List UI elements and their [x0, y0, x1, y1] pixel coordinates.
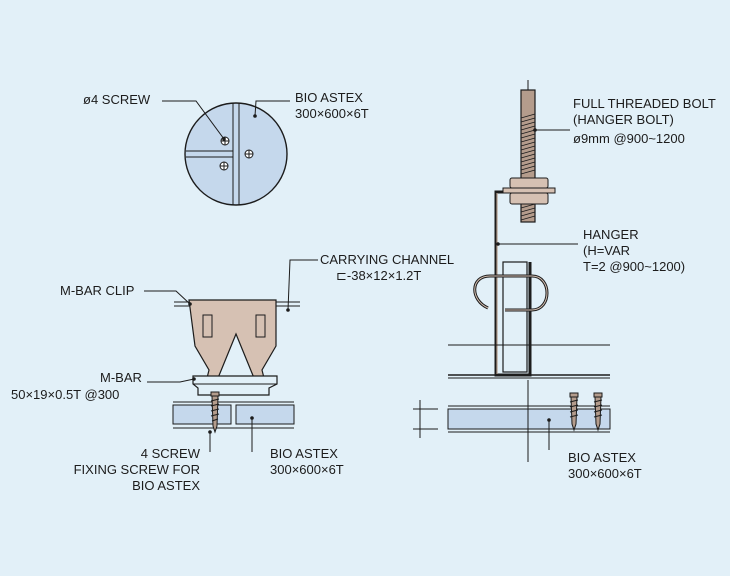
mbar-clip-leader — [144, 290, 191, 305]
carrying-channel-label-1: CARRYING CHANNEL — [320, 252, 454, 267]
mbar-clip — [188, 299, 277, 379]
panel-circle — [184, 102, 288, 206]
left-section: CARRYING CHANNEL ⊏-38×12×1.2T M-BAR CLIP… — [11, 252, 454, 493]
fixing-screw-right-2 — [593, 392, 603, 432]
mbar-label-2: 50×19×0.5T @300 — [11, 387, 119, 402]
screw-head-2 — [244, 149, 254, 159]
mbar-clip-label: M-BAR CLIP — [60, 283, 134, 298]
hanger-label-3: T=2 @900~1200) — [583, 259, 685, 274]
panel-leader — [254, 100, 290, 117]
left-panel-label-2: 300×600×6T — [270, 462, 344, 477]
circle-panel-label-2: 300×600×6T — [295, 106, 369, 121]
right-panel-label-1: BIO ASTEX — [568, 450, 636, 465]
hanger-label-2: (H=VAR — [583, 243, 630, 258]
circle-panel-label-1: BIO ASTEX — [295, 90, 363, 105]
bolt-label-3: ø9mm @900~1200 — [573, 131, 685, 146]
screw-label-1: 4 SCREW — [141, 446, 201, 461]
screw-label: ø4 SCREW — [83, 92, 151, 107]
left-panel-label-1: BIO ASTEX — [270, 446, 338, 461]
screw-label-2: FIXING SCREW FOR — [74, 462, 200, 477]
bolt-washer — [502, 187, 556, 194]
screw-head-3 — [219, 161, 229, 171]
bio-astex-panel-right-section — [447, 408, 611, 430]
bolt-nut-bottom — [509, 192, 549, 205]
mbar-leader — [147, 378, 195, 383]
mbar-label-1: M-BAR — [100, 370, 142, 385]
carrying-channel-label-2: ⊏-38×12×1.2T — [336, 268, 421, 283]
right-panel-label-2: 300×600×6T — [568, 466, 642, 481]
hanger-hook — [473, 274, 549, 312]
clip-slot-right — [255, 314, 266, 338]
bolt-nut-top — [509, 177, 549, 189]
carrying-channel — [502, 261, 528, 373]
bio-astex-panel-right — [235, 404, 295, 425]
right-section: FULL THREADED BOLT (HANGER BOLT) ø9mm @9… — [413, 80, 716, 481]
detail-circle: ø4 SCREW BIO ASTEX 300×600×6T — [83, 90, 369, 206]
clip-slot-left — [202, 314, 213, 338]
hanger-label-1: HANGER — [583, 227, 639, 242]
bolt-label-1: FULL THREADED BOLT — [573, 96, 716, 111]
bio-astex-panel-left — [172, 404, 232, 425]
thickness-dimension — [413, 400, 438, 438]
fixing-screw — [210, 391, 220, 434]
screw-leader — [162, 100, 225, 140]
fixing-screw-right-1 — [569, 392, 579, 432]
screw-label-3: BIO ASTEX — [132, 478, 200, 493]
mbar — [192, 375, 278, 396]
carrying-channel-leader — [287, 259, 318, 311]
bolt-label-2: (HANGER BOLT) — [573, 112, 674, 127]
